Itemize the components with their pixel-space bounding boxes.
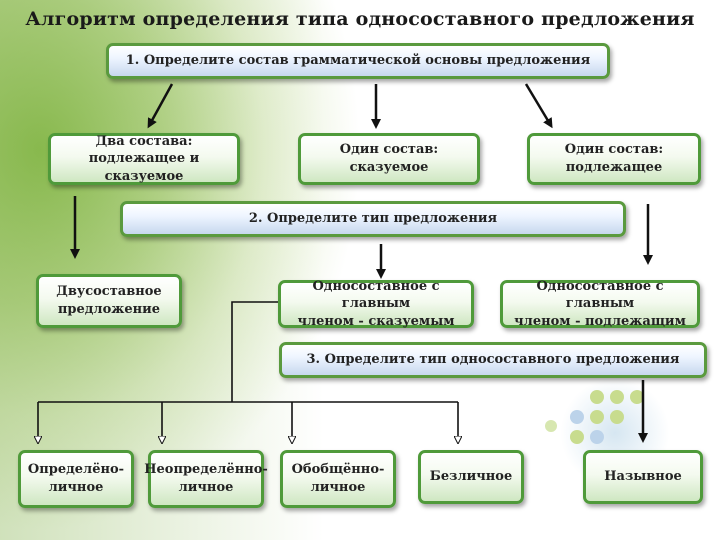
connector-predicate-type-branch (231, 301, 282, 402)
arrow-step1-to-subject (524, 83, 553, 129)
two-components-box: Два состава: подлежащее и сказуемое (48, 133, 240, 185)
nominative-box: Назывное (583, 450, 703, 504)
indefinite-personal-label: Неопределённо- личное (144, 462, 268, 495)
generalized-personal-box: Обобщённо- личное (280, 450, 396, 508)
definite-personal-box: Определёно- личное (18, 450, 134, 508)
nominative-label: Назывное (604, 469, 682, 485)
one-component-predicate-box: Один состав: сказуемое (298, 133, 480, 185)
one-part-subject-label: Односоставное с главным членом - подлежа… (514, 278, 686, 329)
page-title: Алгоритм определения типа односоставного… (25, 8, 695, 30)
one-component-subject-label: Один состав: подлежащее (564, 142, 664, 175)
generalized-personal-label: Обобщённо- личное (291, 462, 385, 495)
indefinite-personal-box: Неопределённо- личное (144, 450, 268, 508)
impersonal-label: Безличное (429, 469, 513, 485)
definite-personal-label: Определёно- личное (27, 462, 125, 495)
step-2-box: 2. Определите тип предложения (120, 201, 626, 237)
two-part-sentence-label: Двусоставное предложение (56, 284, 162, 317)
step-3-box: 3. Определите тип односоставного предлож… (279, 342, 707, 378)
step-1-label: 1. Определите состав грамматической осно… (125, 53, 591, 69)
step-1-box: 1. Определите состав грамматической осно… (106, 43, 610, 79)
two-components-label: Два состава: подлежащее и сказуемое (88, 133, 200, 184)
impersonal-box: Безличное (418, 450, 524, 504)
step-2-label: 2. Определите тип предложения (248, 211, 498, 227)
step-3-label: 3. Определите тип односоставного предлож… (306, 352, 680, 368)
one-part-predicate-label: Односоставное с главным членом - сказуем… (297, 278, 455, 329)
arrow-step1-to-two (147, 83, 174, 129)
two-part-sentence-box: Двусоставное предложение (36, 274, 182, 328)
one-part-subject-box: Односоставное с главным членом - подлежа… (500, 278, 700, 329)
one-part-predicate-box: Односоставное с главным членом - сказуем… (278, 278, 474, 329)
one-component-predicate-label: Один состав: сказуемое (339, 142, 439, 175)
one-component-subject-box: Один состав: подлежащее (527, 133, 701, 185)
